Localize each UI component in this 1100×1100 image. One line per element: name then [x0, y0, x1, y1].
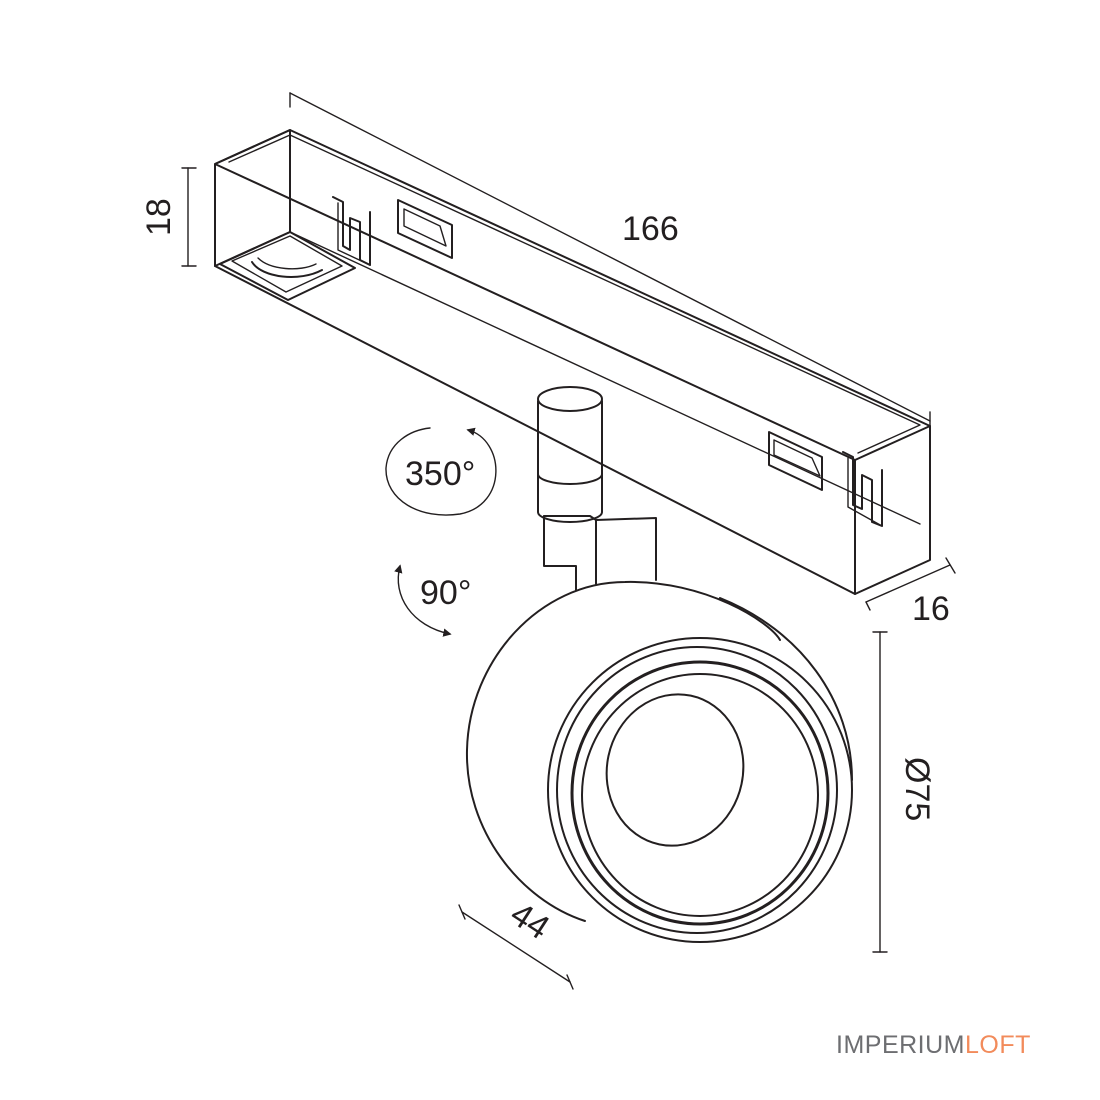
- rotation-angle-label: 350°: [405, 455, 475, 493]
- rotation-arrow-icon: [385, 427, 497, 516]
- rotation-annotation: 350°: [385, 427, 497, 516]
- dimension-line: [289, 92, 931, 422]
- brand-logo-part1: IMPERIUM: [836, 1031, 965, 1059]
- dimension-height-label: 18: [140, 198, 178, 236]
- spotlight-head: [465, 580, 853, 943]
- dimension-line: [865, 564, 951, 603]
- extension-tick: [865, 601, 871, 611]
- extension-tick: [945, 557, 956, 574]
- dimension-width-label: 16: [912, 590, 950, 628]
- extension-tick: [458, 904, 466, 920]
- dimension-length-label: 166: [622, 210, 679, 248]
- dimension-diameter-label: Ø75: [898, 757, 936, 821]
- tilt-angle-label: 90°: [420, 574, 471, 612]
- tilt-annotation: 90°: [394, 564, 471, 637]
- extension-tick: [566, 974, 574, 990]
- dimension-length: 166: [289, 92, 931, 429]
- brand-logo: IMPERIUMLOFT: [836, 1031, 1031, 1060]
- brand-logo-part2: LOFT: [965, 1031, 1031, 1059]
- dimension-width: 16: [865, 557, 956, 628]
- dimension-line: [461, 911, 571, 983]
- dimension-diameter: Ø75: [872, 631, 936, 953]
- tilt-arrow-icon: [394, 564, 452, 637]
- swivel-stem: [537, 386, 657, 591]
- dimension-height: 18: [140, 167, 197, 267]
- track-adapter-body: [214, 129, 931, 595]
